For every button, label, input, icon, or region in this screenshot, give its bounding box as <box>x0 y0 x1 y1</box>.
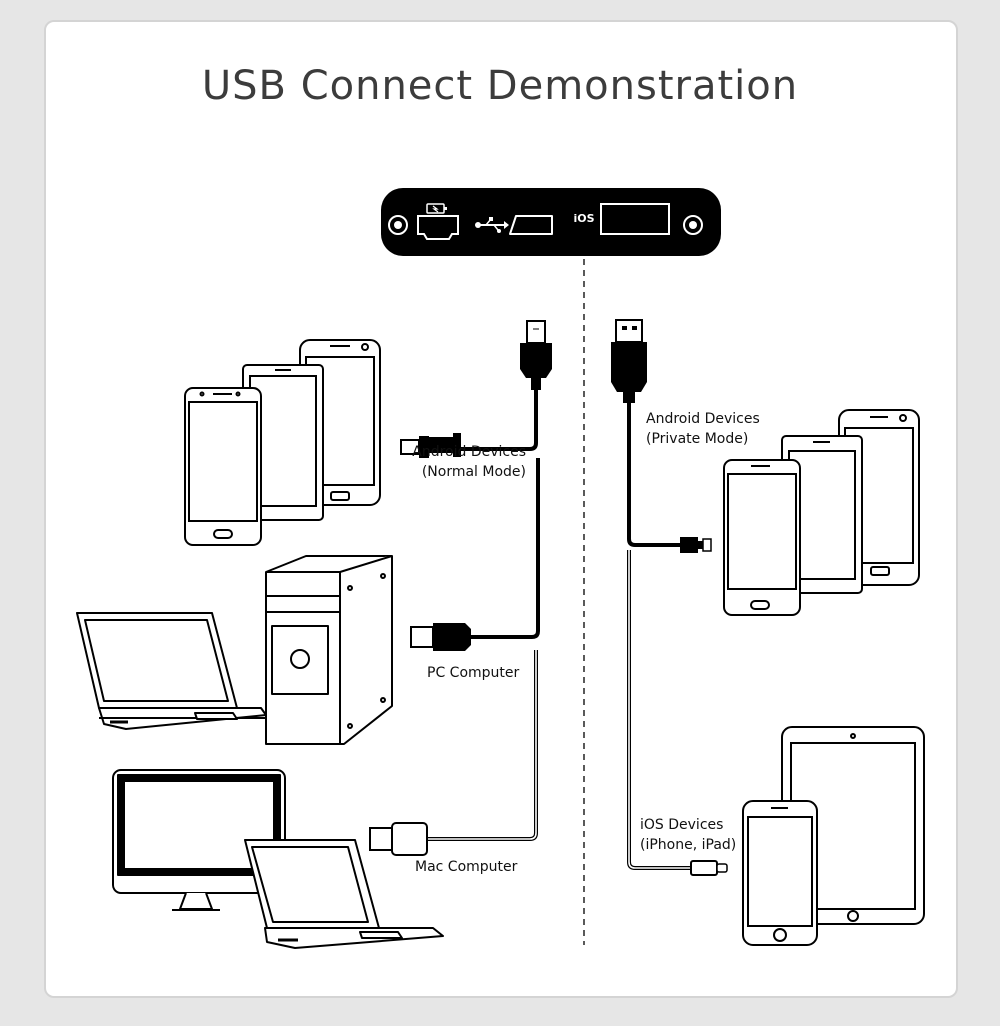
mac-cable <box>369 650 538 856</box>
usb-symbol-icon <box>475 217 509 233</box>
label-android-normal-line2: (Normal Mode) <box>421 464 526 480</box>
label-ios-devices-line1: iOS Devices <box>640 817 724 833</box>
label-pc-computer: PC Computer <box>427 665 520 681</box>
label-mac-computer: Mac Computer <box>415 859 518 875</box>
label-ios-devices: iOS Devices (iPhone, iPad) <box>640 815 736 855</box>
pc-computer-illustration <box>76 555 393 745</box>
ios-devices-illustration <box>742 726 925 946</box>
label-android-normal-line1: Android Devices <box>412 444 526 460</box>
label-android-private-line1: Android Devices <box>646 411 760 427</box>
android-normal-cable <box>400 320 552 458</box>
android-phones-private <box>723 409 920 616</box>
private-mode-cable <box>611 319 712 553</box>
mac-computer-illustration <box>112 769 444 949</box>
ios-cable <box>627 550 728 876</box>
micro-usb-port-icon <box>509 215 553 235</box>
label-ios-devices-line2: (iPhone, iPad) <box>640 837 737 853</box>
label-android-normal: Android Devices (Normal Mode) <box>380 442 526 482</box>
pc-cable <box>410 458 540 651</box>
page-title: USB Connect Demonstration <box>201 63 799 109</box>
usb-a-port-icon <box>600 203 670 235</box>
hub-port-panel: iOS <box>381 188 721 256</box>
android-phones-normal <box>184 339 381 546</box>
ios-port-label: iOS <box>573 212 594 225</box>
label-android-private-line2: (Private Mode) <box>646 431 749 447</box>
label-android-private: Android Devices (Private Mode) <box>646 409 760 449</box>
charge-port-icon <box>417 203 459 240</box>
